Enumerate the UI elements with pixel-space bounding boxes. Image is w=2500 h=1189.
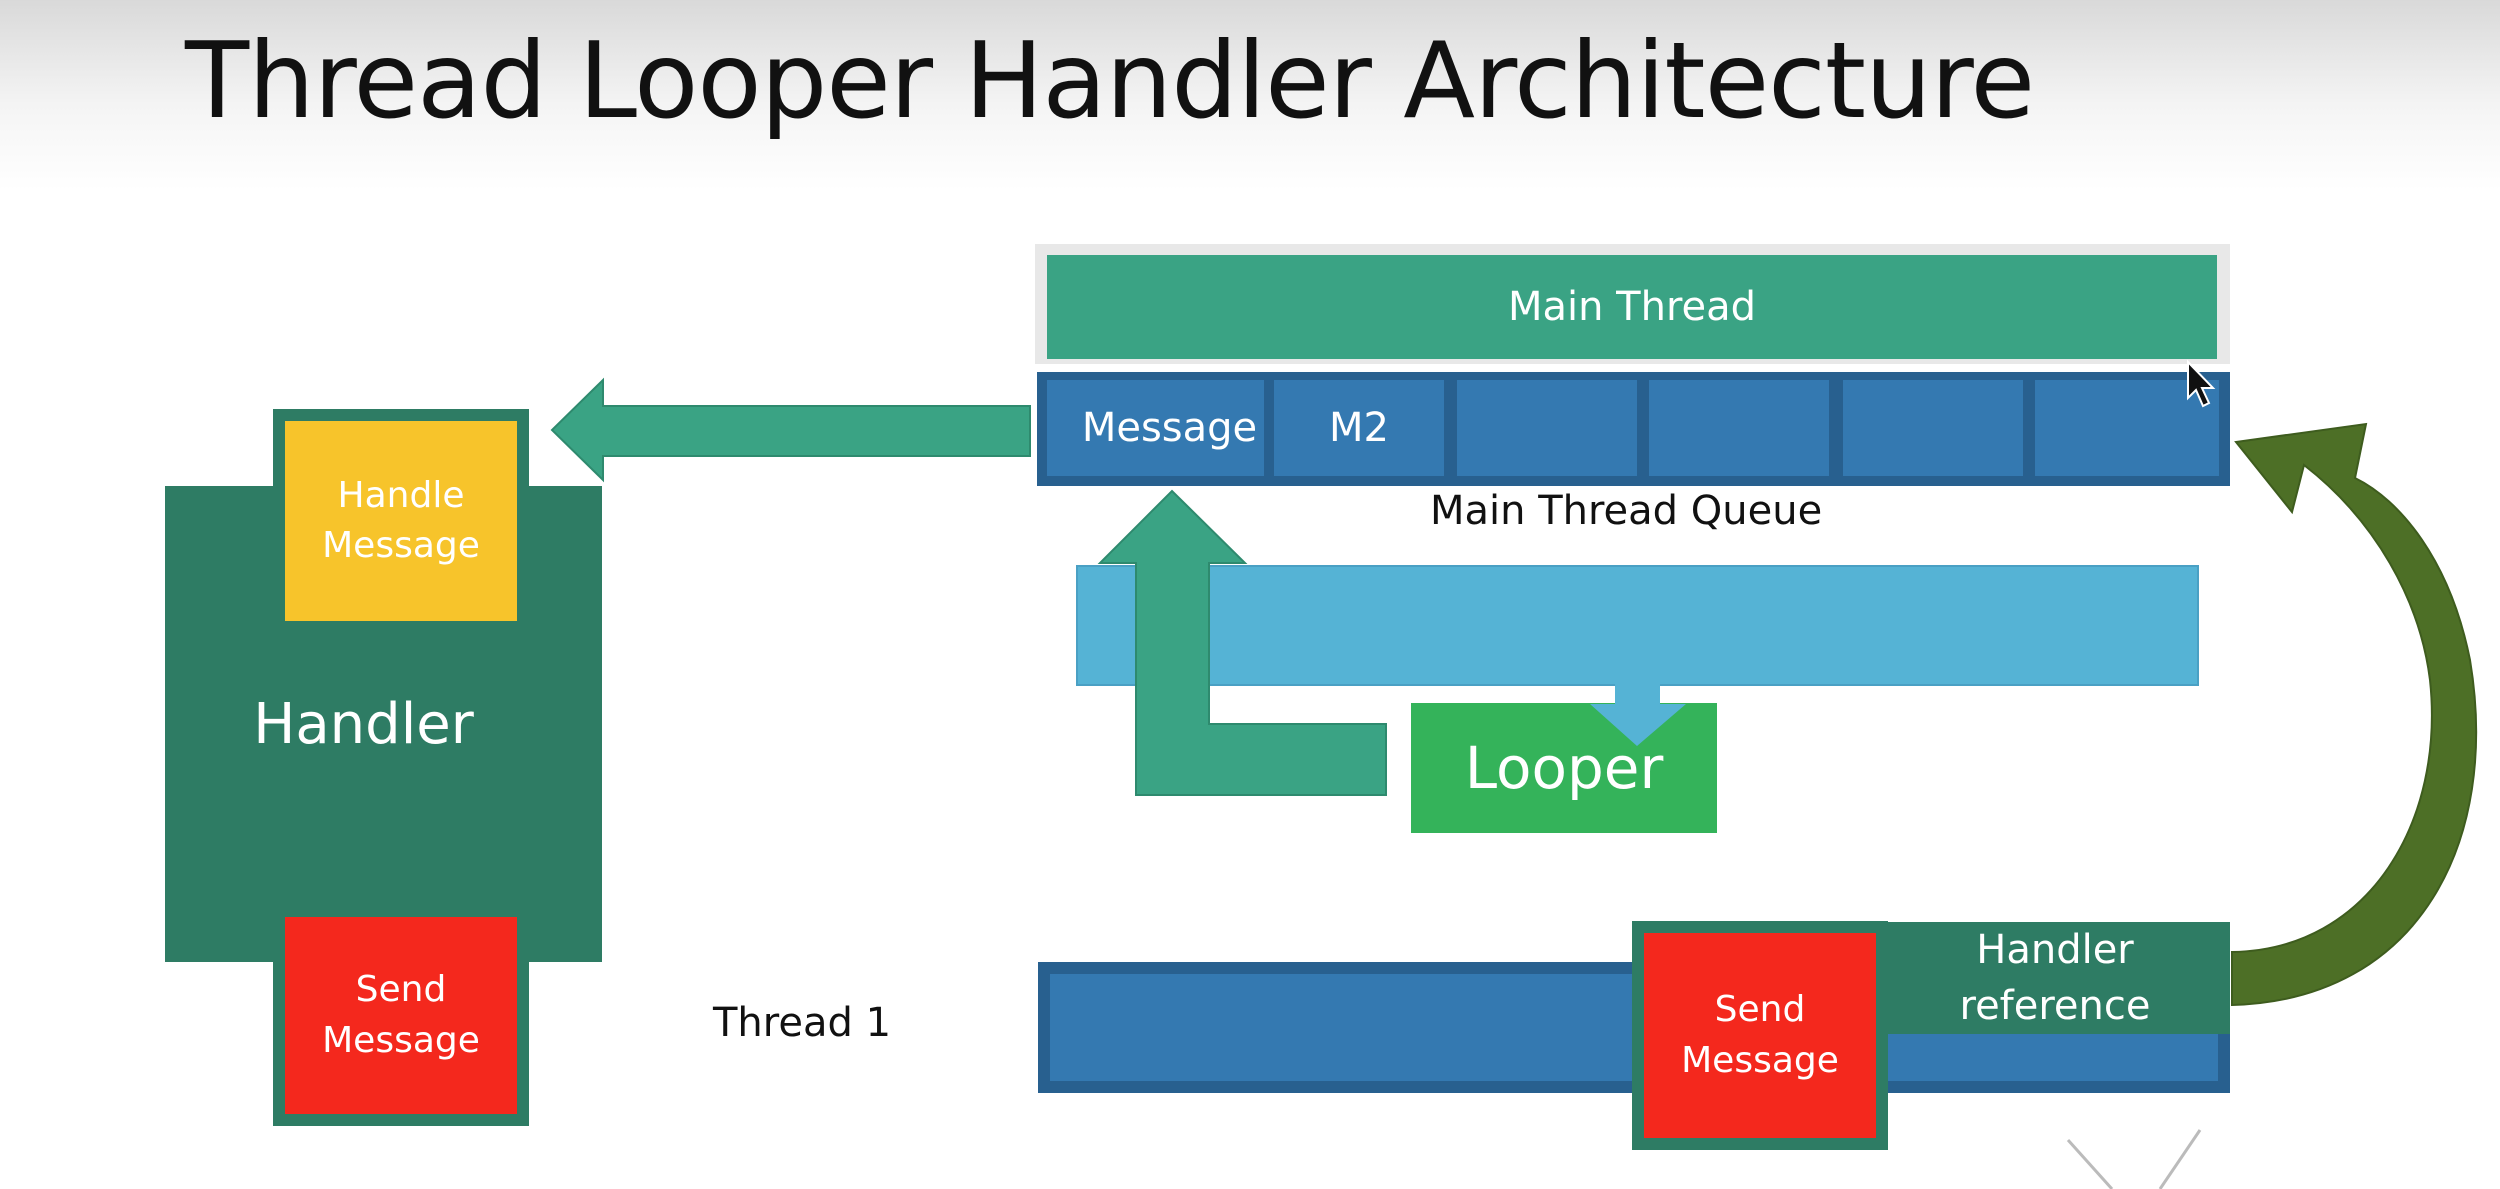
main-thread-queue: Message M2 (1037, 372, 2230, 486)
looper-to-message-arrow (1097, 489, 1387, 796)
main-thread-bar: Main Thread (1047, 255, 2217, 359)
looper-label: Looper (1464, 734, 1664, 802)
title-background-gradient (0, 0, 2500, 190)
looper-track (1076, 565, 2199, 686)
main-thread-label: Main Thread (1507, 284, 1757, 330)
track-to-looper-arrow (1590, 684, 1686, 746)
queue-to-handler-arrow (550, 377, 1031, 483)
handle-message-box: Handle Message (273, 409, 529, 633)
send-message-label: Send Message (322, 969, 480, 1061)
handler-label: Handler (253, 691, 474, 757)
queue-slot: Message (1047, 380, 1292, 476)
thread1-label: Thread 1 (713, 1000, 892, 1046)
thread1-send-message-label: Send Message (1681, 989, 1839, 1081)
queue-slot: M2 (1264, 380, 1444, 476)
queue-slot-label: Message (1081, 405, 1258, 451)
queue-slot (1457, 380, 1637, 476)
thread1-send-message-box: Send Message (1632, 921, 1888, 1150)
handle-message-label: Handle Message (322, 474, 480, 566)
queue-slot (1843, 380, 2023, 476)
handler-reference-box: Handler reference (1880, 922, 2230, 1034)
decorative-line (2158, 1129, 2202, 1189)
mouse-cursor-icon (2187, 359, 2216, 408)
queue-slot (1649, 380, 1829, 476)
looper-box: Looper (1411, 703, 1717, 833)
send-message-box: Send Message (273, 905, 529, 1126)
queue-slot-label: M2 (1329, 405, 1389, 451)
main-thread-queue-label: Main Thread Queue (1430, 488, 1823, 534)
decorative-line (2066, 1138, 2114, 1189)
handler-reference-label: Handler reference (1959, 927, 2151, 1029)
handler-reference-to-queue-arrow (2231, 422, 2478, 1007)
slide-title: Thread Looper Handler Architecture (185, 20, 2035, 142)
